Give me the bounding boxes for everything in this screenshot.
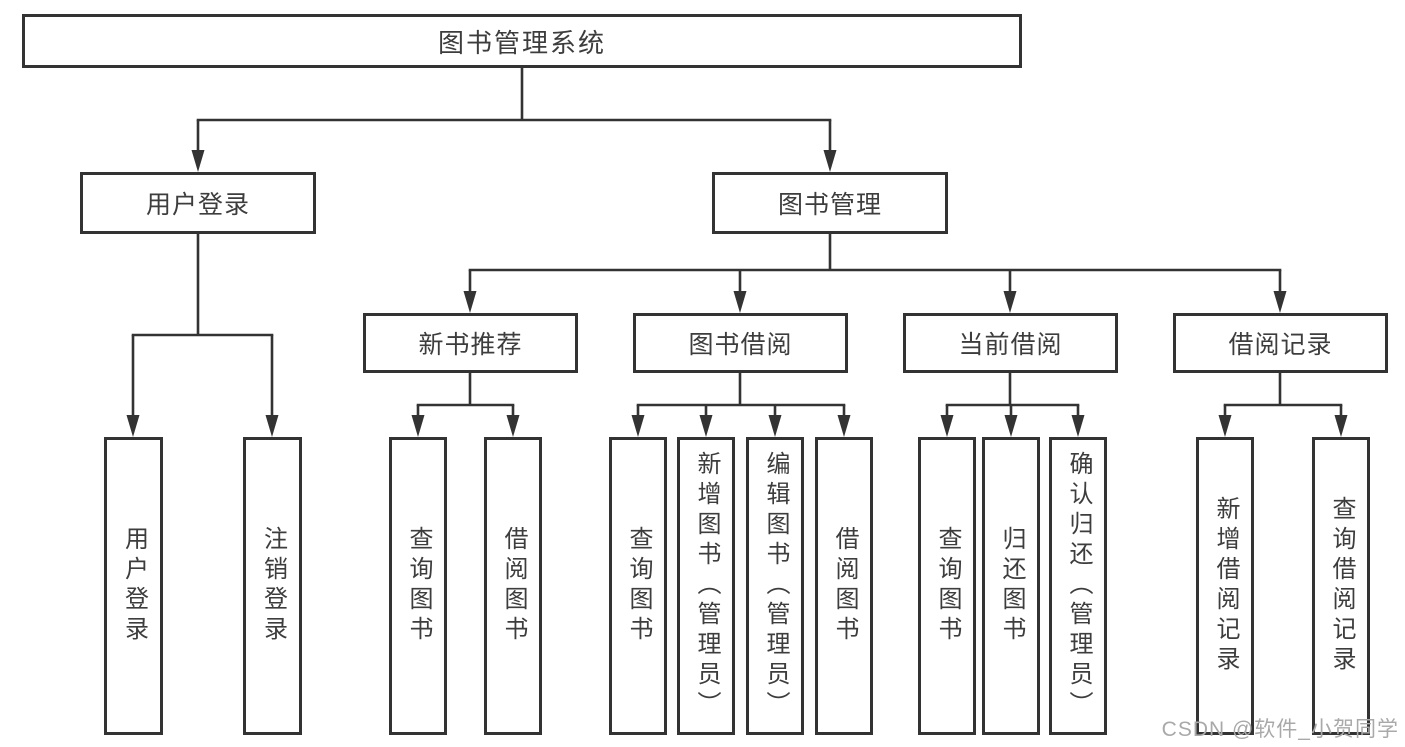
leaf-label: 用户登录 [120,526,148,646]
node-new-book-recommendation: 新书推荐 [363,313,578,373]
leaf-label: 借阅图书 [500,526,527,646]
leaf-add-borrow-record: 新增借阅记录 [1196,437,1254,735]
leaf-return-book: 归还图书 [982,437,1040,735]
root-title: 图书管理系统 [437,27,606,58]
node-label: 图书借阅 [688,331,793,359]
leaf-label: 查询借阅记录 [1328,496,1355,676]
node-current-borrowing: 当前借阅 [903,313,1118,373]
leaf-label: 确认归还（管理员） [1065,451,1092,721]
leaf-add-book-admin: 新增图书（管理员） [677,437,735,735]
leaf-query-borrow-record: 查询借阅记录 [1312,437,1370,735]
leaf-query-books-borrow: 查询图书 [609,437,667,735]
node-user-login: 用户登录 [80,172,316,234]
leaf-label: 归还图书 [998,526,1025,646]
leaf-logout: 注销登录 [243,437,302,735]
leaf-borrow-books-recommend: 借阅图书 [484,437,542,735]
leaf-query-books-current: 查询图书 [918,437,976,735]
node-label: 当前借阅 [958,331,1063,359]
leaf-borrow-books: 借阅图书 [815,437,873,735]
leaf-label: 查询图书 [934,526,961,646]
leaf-label: 注销登录 [259,526,287,646]
node-label: 图书管理 [777,191,882,219]
node-label: 借阅记录 [1228,331,1333,359]
leaf-label: 编辑图书（管理员） [762,451,789,721]
leaf-query-books-recommend: 查询图书 [389,437,447,735]
leaf-confirm-return-admin: 确认归还（管理员） [1049,437,1107,735]
node-book-management: 图书管理 [712,172,948,234]
node-book-borrowing: 图书借阅 [633,313,848,373]
leaf-edit-book-admin: 编辑图书（管理员） [746,437,804,735]
watermark: CSDN @软件_小贺同学 [1161,718,1399,741]
node-label: 新书推荐 [418,331,523,359]
node-library-management-system: 图书管理系统 [22,14,1022,68]
leaf-label: 借阅图书 [831,526,858,646]
leaf-user-login: 用户登录 [104,437,163,735]
leaf-label: 新增借阅记录 [1212,496,1239,676]
leaf-label: 查询图书 [405,526,432,646]
node-label: 用户登录 [145,191,250,219]
leaf-label: 查询图书 [625,526,652,646]
node-borrowing-records: 借阅记录 [1173,313,1388,373]
leaf-label: 新增图书（管理员） [693,451,720,721]
